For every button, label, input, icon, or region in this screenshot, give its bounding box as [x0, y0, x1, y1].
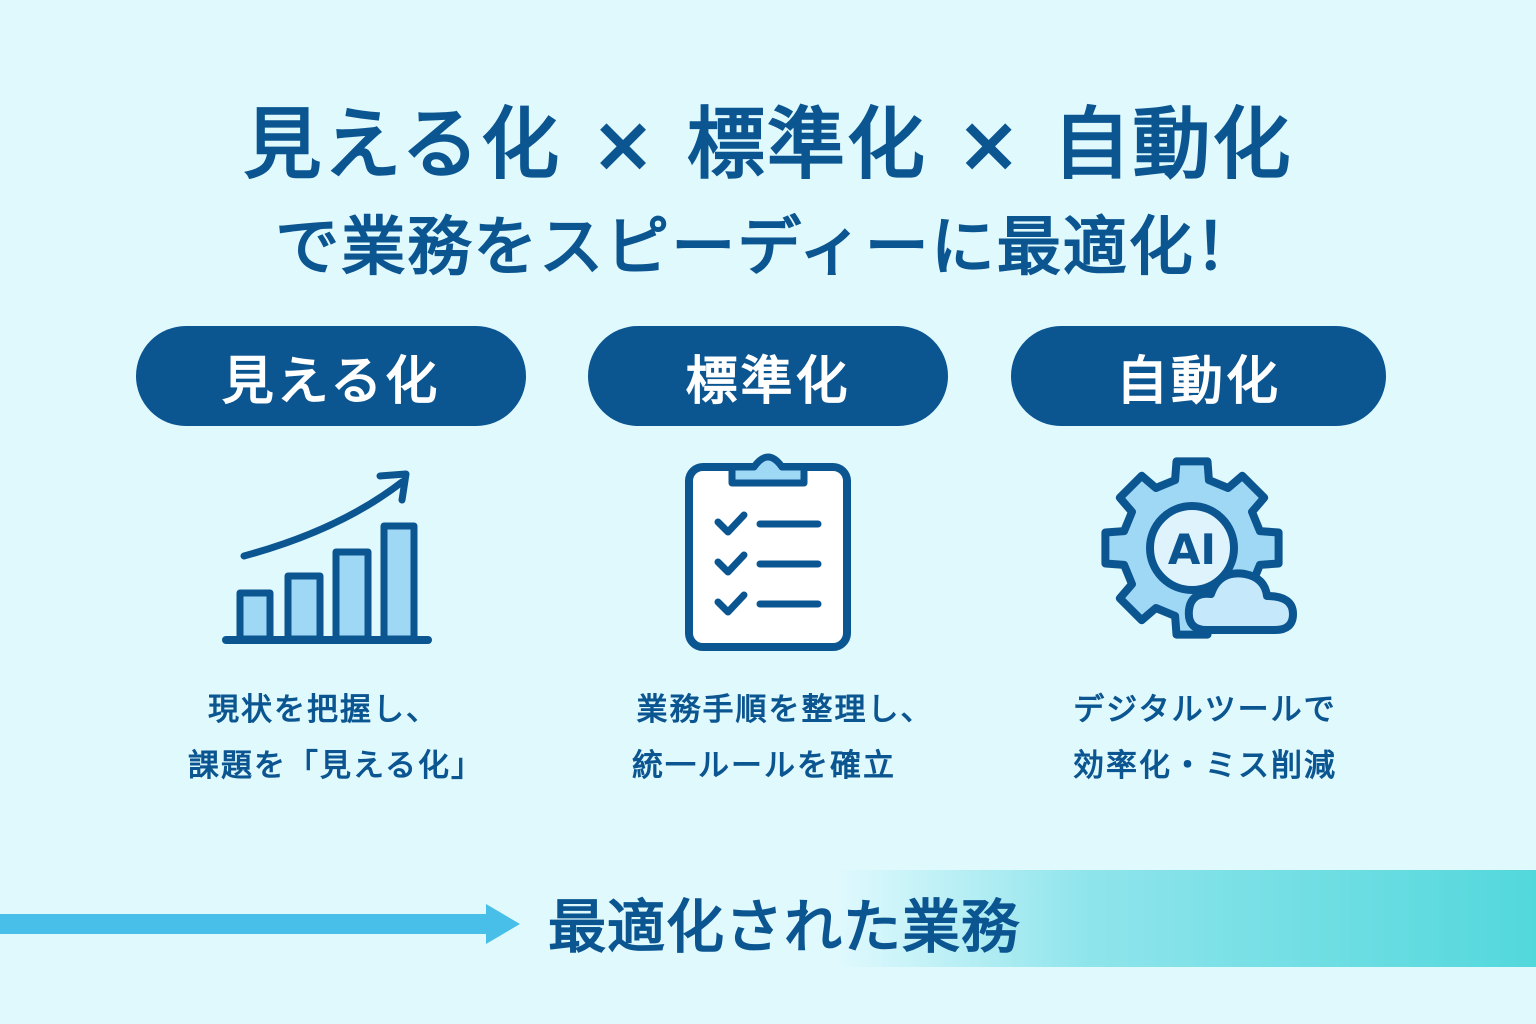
pillar-automation-desc: デジタルツールで 効率化・ミス削減 [1050, 682, 1360, 794]
main-title: 見える化 × 標準化 × 自動化 [243, 100, 1293, 190]
cloud-icon [1184, 569, 1297, 634]
ai-label: AI [1168, 525, 1216, 574]
subtitle: で業務をスピーディーに最適化！ [275, 211, 1261, 285]
pillar-standardization-label: 標準化 [588, 326, 948, 426]
pillar-visualization-label: 見える化 [136, 326, 526, 426]
desc-line: 現状を把握し、 [208, 692, 439, 728]
arrow-right-icon [486, 904, 520, 944]
result-label: 最適化された業務 [548, 893, 1021, 961]
clipboard-checklist-icon [685, 453, 851, 651]
desc-line: 課題を「見える化」 [187, 748, 485, 784]
pillar-automation-label: 自動化 [1011, 326, 1386, 426]
bar-chart-growth-icon [222, 470, 432, 644]
pillar-standardization-desc: 業務手順を整理し、 統一ルールを確立 [600, 682, 970, 794]
desc-line: 効率化・ミス削減 [1073, 748, 1337, 784]
desc-line: デジタルツールで [1073, 692, 1337, 728]
pillar-visualization-desc: 現状を把握し、 課題を「見える化」 [186, 682, 486, 794]
desc-line: 業務手順を整理し、 [636, 692, 934, 728]
result-band [840, 870, 1536, 967]
arrow-shaft [0, 914, 490, 934]
ai-gear-cloud-icon: AI [1101, 457, 1297, 639]
desc-line: 統一ルールを確立 [632, 748, 896, 784]
